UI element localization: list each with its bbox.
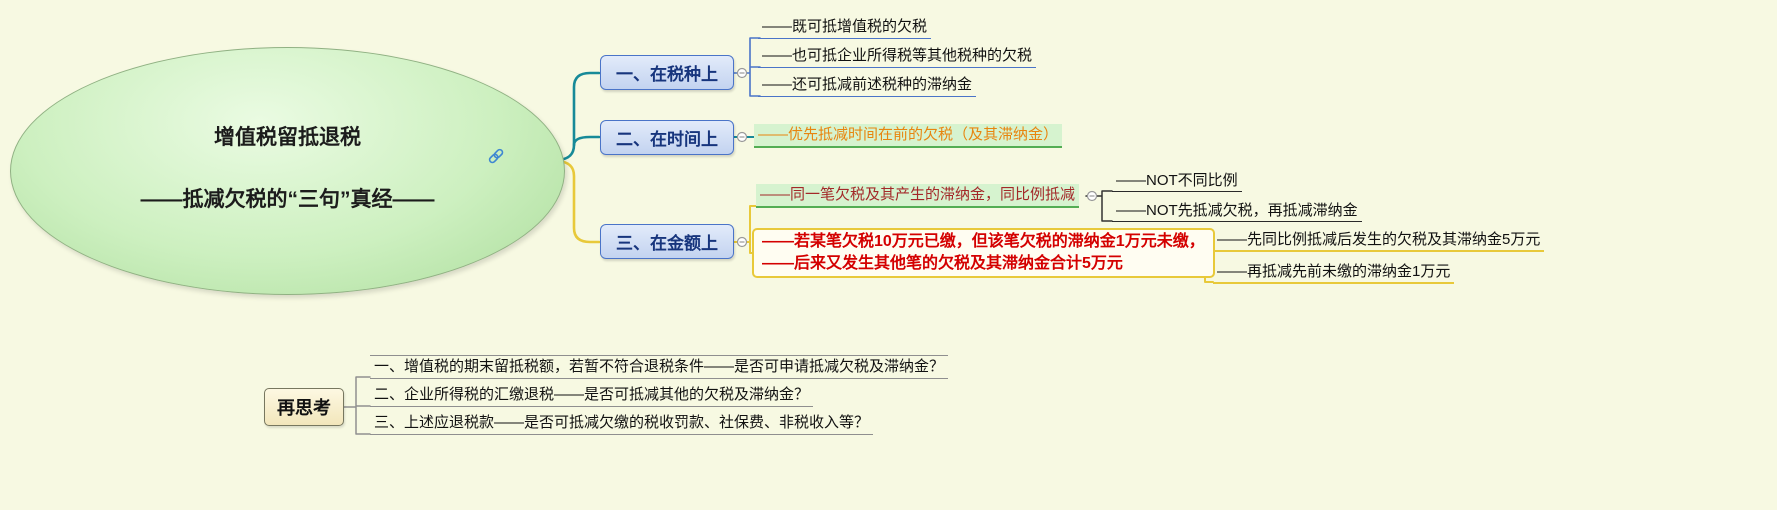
topic-time-label: 二、在时间上 <box>616 130 718 149</box>
collapse-handle[interactable] <box>1086 190 1098 202</box>
leaf-late-fee[interactable]: ——还可抵减前述税种的滞纳金 <box>758 74 977 97</box>
topic-amount-label: 三、在金额上 <box>616 234 718 253</box>
leaf-vat-debt[interactable]: ——既可抵增值税的欠税 <box>758 16 932 39</box>
collapse-handle[interactable] <box>736 236 748 248</box>
example-line1: ——若某笔欠税10万元已缴，但该笔欠税的滞纳金1万元未缴， <box>762 233 1205 250</box>
leaf-priority-time[interactable]: ——优先抵减时间在前的欠税（及其滞纳金） <box>754 124 1063 148</box>
example-line2: ——后来又发生其他笔的欠税及其滞纳金合计5万元 <box>762 255 1123 272</box>
central-subtitle: ——抵减欠税的“三句”真经—— <box>140 188 435 211</box>
topic-time[interactable]: 二、在时间上 <box>600 120 734 155</box>
leaf-same-ratio[interactable]: ——同一笔欠税及其产生的滞纳金，同比例抵减 <box>756 184 1080 208</box>
leaf-rethink-1[interactable]: 一、增值税的期末留抵税额，若暂不符合退税条件——是否可申请抵减欠税及滞纳金？ <box>370 355 949 379</box>
topic-tax-type[interactable]: 一、在税种上 <box>600 55 734 90</box>
topic-rethink-label: 再思考 <box>277 398 331 418</box>
topic-example[interactable]: ——若某笔欠税10万元已缴，但该笔欠税的滞纳金1万元未缴， ——后来又发生其他笔… <box>752 228 1215 278</box>
leaf-not-order[interactable]: ——NOT先抵减欠税，再抵减滞纳金 <box>1112 200 1362 222</box>
leaf-rethink-2[interactable]: 二、企业所得税的汇缴退税——是否可抵减其他的欠税及滞纳金？ <box>370 384 814 407</box>
leaf-rethink-3[interactable]: 三、上述应退税款——是否可抵减欠缴的税收罚款、社保费、非税收入等？ <box>370 412 874 435</box>
leaf-other-tax-debt[interactable]: ——也可抵企业所得税等其他税种的欠税 <box>758 45 1037 68</box>
topic-amount[interactable]: 三、在金额上 <box>600 224 734 259</box>
collapse-handle[interactable] <box>736 67 748 79</box>
topic-rethink[interactable]: 再思考 <box>264 388 344 426</box>
hyperlink-icon[interactable] <box>486 146 506 166</box>
central-topic[interactable]: 增值税留抵退税 ——抵减欠税的“三句”真经—— <box>10 47 565 295</box>
topic-tax-type-label: 一、在税种上 <box>616 65 718 84</box>
leaf-example-step2[interactable]: ——再抵减先前未缴的滞纳金1万元 <box>1213 261 1455 284</box>
leaf-example-step1[interactable]: ——先同比例抵减后发生的欠税及其滞纳金5万元 <box>1213 229 1545 252</box>
central-title: 增值税留抵退税 <box>214 126 361 149</box>
collapse-handle[interactable] <box>736 131 748 143</box>
leaf-not-different-ratio[interactable]: ——NOT不同比例 <box>1112 170 1242 192</box>
